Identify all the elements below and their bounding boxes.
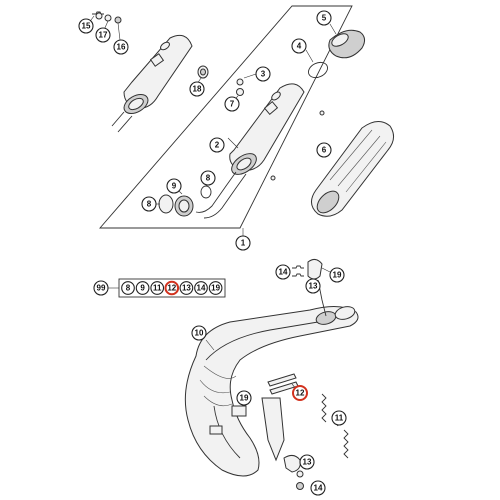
callout-13-top: 13 <box>305 278 321 294</box>
kit-item-19: 19 <box>208 281 223 295</box>
svg-text:11: 11 <box>335 414 344 423</box>
callout-14-bottom: 14 <box>310 480 326 496</box>
silencer-assembly-frame <box>99 5 353 229</box>
callout-19-top: 19 <box>329 267 345 283</box>
svg-text:9: 9 <box>172 182 177 191</box>
washer-18 <box>196 65 209 85</box>
svg-text:19: 19 <box>333 271 342 280</box>
callout-15: 15 <box>78 18 94 34</box>
svg-text:18: 18 <box>193 85 202 94</box>
o-ring <box>308 61 328 79</box>
svg-text:8: 8 <box>126 284 131 293</box>
kit-item-13: 13 <box>179 281 194 295</box>
svg-text:9: 9 <box>140 284 145 293</box>
kit-item-12: 12 <box>164 280 180 296</box>
silencer-body <box>195 83 325 219</box>
svg-text:2: 2 <box>215 141 220 150</box>
svg-text:4: 4 <box>297 42 302 51</box>
kit-item-9: 9 <box>135 281 150 295</box>
callout-3: 3 <box>255 66 271 82</box>
lower-hardware <box>296 470 304 490</box>
callout-9: 9 <box>166 178 182 194</box>
svg-text:5: 5 <box>322 14 327 23</box>
svg-text:99: 99 <box>97 284 106 293</box>
svg-text:3: 3 <box>261 70 266 79</box>
silencer-packing <box>311 121 394 217</box>
svg-text:8: 8 <box>147 200 152 209</box>
svg-text:19: 19 <box>211 284 220 293</box>
callout-6: 6 <box>316 142 332 158</box>
callout-13-bottom: 13 <box>299 454 315 470</box>
kit-item-11: 11 <box>150 281 165 295</box>
svg-text:13: 13 <box>182 284 191 293</box>
mount-hardware <box>292 258 331 317</box>
springs <box>321 393 349 459</box>
expansion-chamber <box>184 306 359 477</box>
callout-19-bottom: 19 <box>236 390 252 406</box>
svg-text:13: 13 <box>309 282 318 291</box>
kit-item-8: 8 <box>121 281 135 295</box>
callout-8: 8 <box>141 196 157 212</box>
svg-text:14: 14 <box>279 268 288 277</box>
small-hardware-inner <box>233 73 257 101</box>
svg-text:15: 15 <box>82 22 91 31</box>
silencer-outside-frame <box>111 34 193 133</box>
callout-2: 2 <box>209 137 225 153</box>
callout-14-top: 14 <box>275 264 291 280</box>
callout-10: 10 <box>191 325 207 341</box>
svg-text:6: 6 <box>322 146 327 155</box>
svg-text:12: 12 <box>296 389 305 398</box>
svg-text:8: 8 <box>206 174 211 183</box>
svg-text:16: 16 <box>117 43 126 52</box>
end-cap <box>328 23 366 59</box>
seal-parts <box>156 185 212 217</box>
svg-text:11: 11 <box>153 284 162 293</box>
kit-callout-99: 99 <box>93 280 109 296</box>
svg-text:14: 14 <box>197 284 206 293</box>
svg-text:10: 10 <box>195 329 204 338</box>
callout-18: 18 <box>189 81 205 97</box>
small-hardware-top <box>87 11 122 41</box>
callout-7: 7 <box>224 96 240 112</box>
callout-17: 17 <box>95 27 111 43</box>
callout-1: 1 <box>235 235 251 251</box>
svg-text:1: 1 <box>241 239 246 248</box>
callout-8-b: 8 <box>200 170 216 186</box>
svg-text:12: 12 <box>167 284 176 293</box>
callout-16: 16 <box>113 39 129 55</box>
svg-text:7: 7 <box>230 100 235 109</box>
callout-11: 11 <box>331 410 347 426</box>
kit-item-14: 14 <box>194 281 208 295</box>
svg-text:13: 13 <box>303 458 312 467</box>
svg-text:19: 19 <box>240 394 249 403</box>
svg-text:14: 14 <box>314 484 323 493</box>
svg-text:17: 17 <box>99 31 108 40</box>
callout-12-highlighted: 12 <box>292 385 308 401</box>
callout-4: 4 <box>291 38 307 54</box>
callout-5: 5 <box>316 10 332 26</box>
